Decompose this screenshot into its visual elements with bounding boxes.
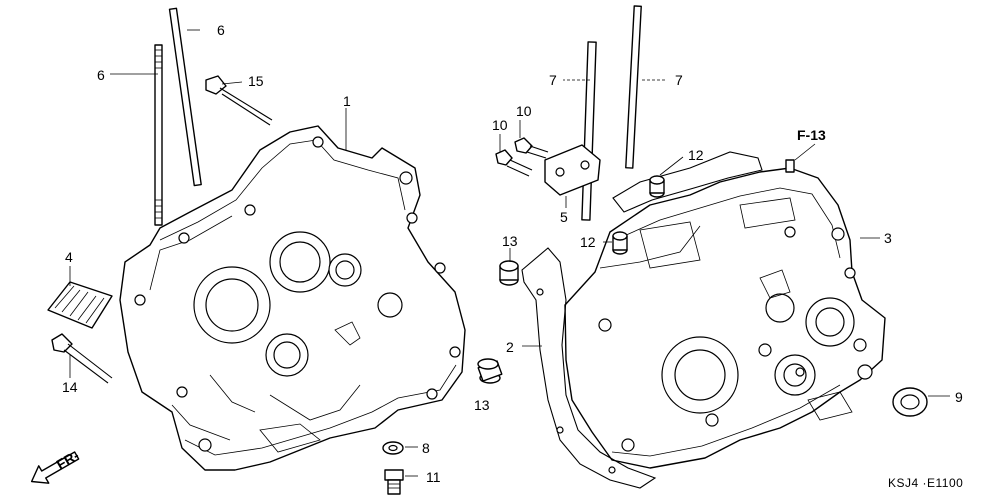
callout-8: 8 — [422, 440, 430, 456]
callout-15: 15 — [248, 73, 264, 89]
callout-7-left: 7 — [549, 72, 557, 88]
callout-2: 2 — [506, 339, 514, 355]
callout-10-lower: 10 — [492, 117, 508, 133]
collar-13-lower — [477, 358, 503, 384]
front-direction-arrow-icon — [30, 451, 80, 484]
bolt-10-upper — [514, 137, 549, 159]
dowel-pin-12-upper — [649, 175, 665, 198]
stud-bolt-7-left — [581, 41, 597, 221]
right-crankcase-half — [564, 167, 886, 469]
callout-1: 1 — [343, 93, 351, 109]
stud-bolt-7-right — [625, 5, 642, 169]
callout-13-upper: 13 — [502, 233, 518, 249]
callout-13-lower: 13 — [474, 397, 490, 413]
leader-lines — [69, 29, 950, 477]
dowel-pin-12-lower — [612, 231, 628, 255]
drain-bolt-11 — [384, 469, 404, 495]
callout-3: 3 — [884, 230, 892, 246]
callout-5: 5 — [560, 209, 568, 225]
left-crankcase-half — [119, 125, 466, 471]
callout-6-upper: 6 — [217, 22, 225, 38]
callout-10-upper: 10 — [516, 103, 532, 119]
callout-12-lower: 12 — [580, 234, 596, 250]
callout-6-lower: 6 — [97, 67, 105, 83]
diagram-code: KSJ4 ·E1100 — [888, 476, 963, 490]
stud-bolt-6-right — [168, 7, 202, 187]
oil-screen-4 — [47, 281, 113, 329]
bolt-15 — [205, 75, 273, 126]
callout-14: 14 — [62, 379, 78, 395]
callout-4: 4 — [65, 249, 73, 265]
breather-fitting — [785, 159, 795, 173]
crankcase-gasket — [521, 151, 763, 489]
plate-5 — [544, 144, 601, 196]
bolt-14 — [51, 333, 113, 384]
collar-13-upper — [499, 260, 519, 286]
callout-7-right: 7 — [675, 72, 683, 88]
reference-f13: F-13 — [797, 127, 826, 143]
sealing-washer-8 — [382, 441, 404, 455]
oil-seal-9 — [892, 387, 928, 417]
callout-11: 11 — [426, 469, 441, 485]
callout-9: 9 — [955, 389, 963, 405]
bolt-10-lower — [495, 149, 533, 177]
stud-bolt-6-left — [154, 44, 163, 226]
callout-12-upper: 12 — [688, 147, 704, 163]
